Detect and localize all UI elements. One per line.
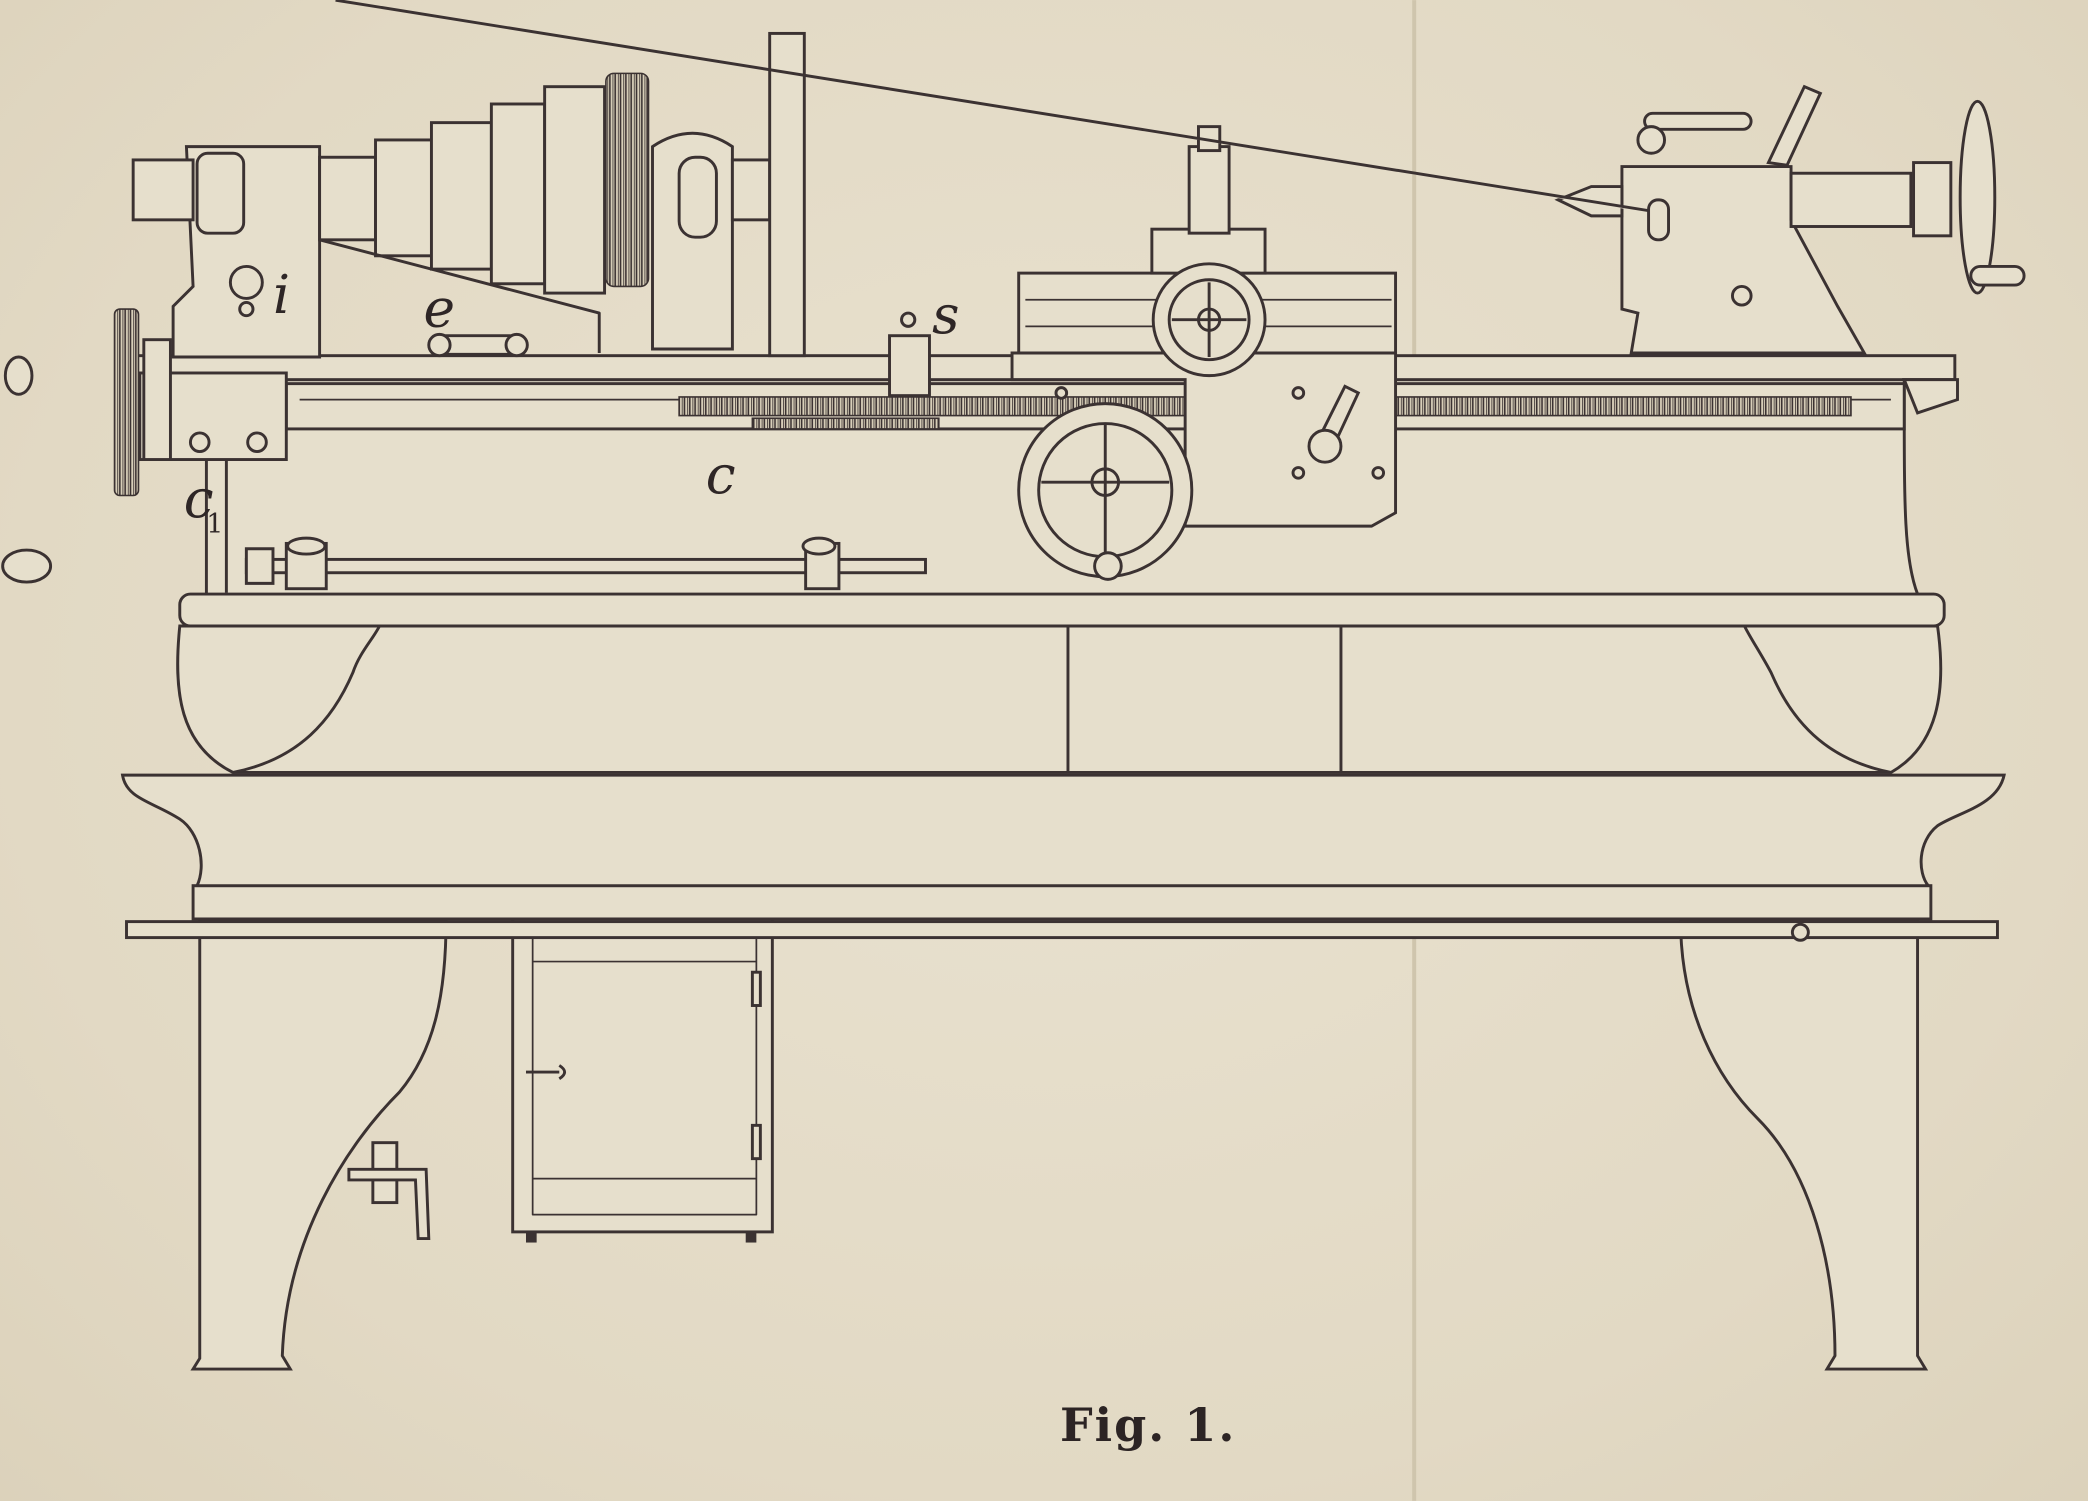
bed-base <box>176 592 1946 774</box>
tool-cabinet <box>511 910 774 1243</box>
edge-handles <box>1 355 53 584</box>
coolant-tap <box>347 1141 431 1241</box>
change-gear <box>113 308 140 497</box>
headstock <box>113 31 806 593</box>
label-e: e <box>423 277 455 339</box>
label-i: i <box>273 264 290 326</box>
back-gear <box>605 72 650 288</box>
figure-caption: Fig. 1. <box>1060 1398 1237 1452</box>
vertical-guard <box>768 31 806 358</box>
label-c1-subscript: 1 <box>206 509 223 540</box>
tool-post <box>1187 145 1231 235</box>
left-leg <box>190 917 448 1371</box>
carriage <box>1010 125 1398 581</box>
rack-clamp <box>888 311 931 398</box>
chip-pan <box>120 773 2006 888</box>
foot-rod <box>125 920 1999 940</box>
tailstock-handwheel[interactable] <box>1958 99 1997 295</box>
lower-plate <box>191 884 1933 921</box>
label-c: c <box>706 444 736 506</box>
tailstock <box>335 0 2026 355</box>
label-c1: c <box>184 468 214 530</box>
label-s: s <box>932 284 959 346</box>
right-leg <box>1679 917 1929 1371</box>
